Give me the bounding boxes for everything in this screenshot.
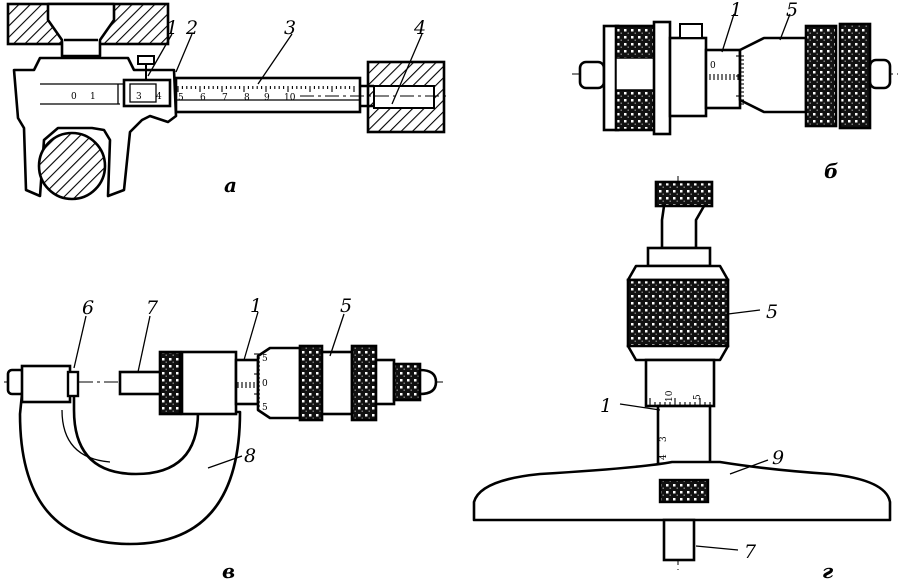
panel-a-label-1: 1 <box>166 17 178 39</box>
panel-v-scale-ticks <box>237 353 260 411</box>
panel-g-label-5: 5 <box>766 301 778 323</box>
panel-b-caption: б <box>824 159 838 183</box>
panel-g-scale-num: 10 <box>665 390 675 402</box>
panel-g-label-1: 1 <box>600 395 612 417</box>
panel-a-scale-num: 7 <box>222 93 228 103</box>
panel-v-label-1: 1 <box>250 295 262 317</box>
panel-v-drawing: 5 0 5 <box>4 311 446 546</box>
panel-a-label-4: 4 <box>413 17 426 39</box>
panel-v-caption: в <box>222 559 235 579</box>
panel-v-scale-num: 5 <box>262 403 268 413</box>
panel-g-drawing: 10 5 4 3 <box>472 176 892 570</box>
panel-g-label-7: 7 <box>744 541 757 563</box>
panel-a-label-3: 3 <box>284 17 296 39</box>
panel-g-scale-num: 4 <box>659 454 669 460</box>
panel-v-label-5: 5 <box>340 295 352 317</box>
panel-b-scale-ticks <box>709 55 744 105</box>
panel-a-scale-num: 3 <box>136 92 142 102</box>
panel-v-label-6: 6 <box>82 297 94 319</box>
panel-a-scale-num: 0 <box>71 92 77 102</box>
panel-g-scale-num: 3 <box>659 436 669 442</box>
panel-a-scale-ticks <box>177 86 355 92</box>
panel-v-scale-num: 0 <box>262 379 268 389</box>
panel-a-scale-num: 9 <box>264 93 270 103</box>
panel-b-label-5: 5 <box>786 0 798 21</box>
panel-a-caption: а <box>224 173 237 197</box>
panel-a-scale-num: 8 <box>244 93 250 103</box>
panel-v-label-8: 8 <box>244 445 256 467</box>
panel-a-scale-num: 6 <box>200 93 206 103</box>
panel-a-scale-num: 1 <box>90 92 96 102</box>
panel-g-caption: г <box>822 559 834 579</box>
panel-g-label-9: 9 <box>772 447 784 469</box>
panel-g-scale-num: 5 <box>693 394 703 400</box>
panel-a-label-2: 2 <box>185 17 198 39</box>
panel-a-drawing: 0 1 3 4 5 6 7 8 9 10 <box>6 2 446 201</box>
panel-a-scale-num: 4 <box>156 92 162 102</box>
panel-b-scale-num: 0 <box>710 61 716 71</box>
panel-v-label-7: 7 <box>146 297 159 319</box>
panel-v-scale-num: 5 <box>262 354 268 364</box>
panel-b-label-1: 1 <box>730 0 742 21</box>
panel-a-scale-num: 10 <box>284 93 296 103</box>
panel-b-drawing: 0 <box>572 13 898 136</box>
panel-a-scale-num: 5 <box>178 93 184 103</box>
